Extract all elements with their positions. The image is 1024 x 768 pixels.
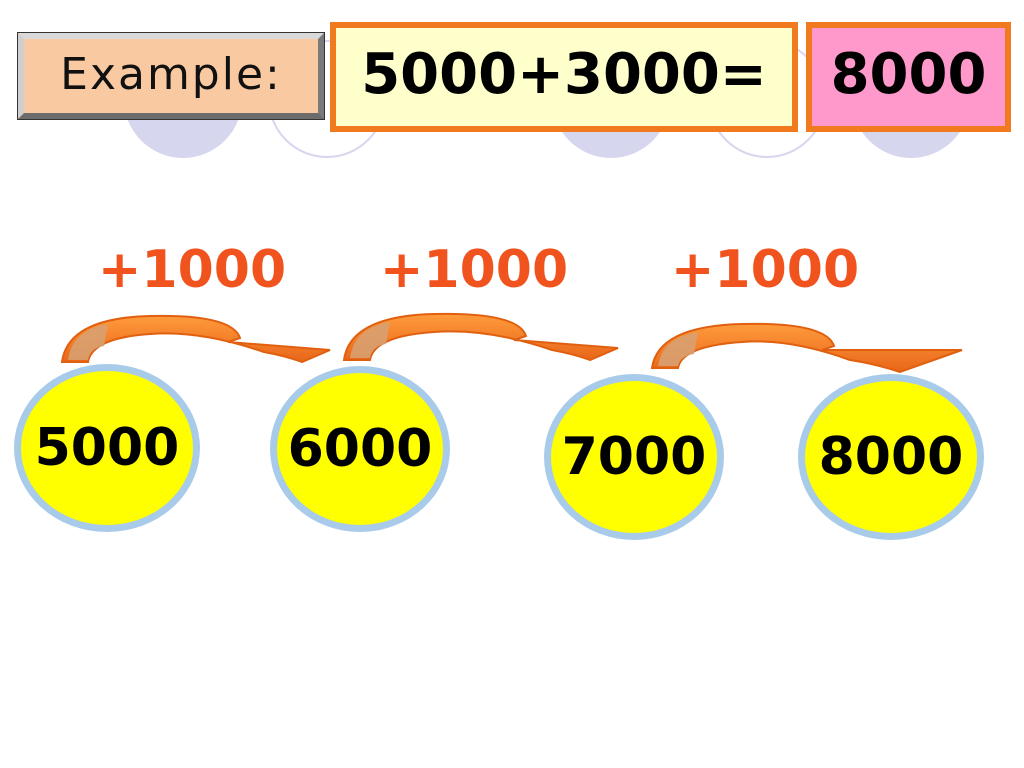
equation-box: 5000+3000= — [330, 22, 798, 132]
example-label: Example: — [60, 48, 282, 100]
answer-text: 8000 — [830, 41, 987, 107]
number-node-value: 8000 — [818, 427, 964, 487]
number-node-7000: 7000 — [544, 374, 724, 540]
arrow-2 — [342, 312, 619, 362]
step-label-2: +1000 — [379, 240, 569, 300]
number-node-6000: 6000 — [270, 366, 450, 532]
step-label-3: +1000 — [670, 240, 860, 300]
equation-text: 5000+3000= — [361, 41, 767, 107]
number-node-value: 7000 — [561, 427, 707, 487]
step-label-1: +1000 — [97, 240, 287, 300]
number-node-8000: 8000 — [798, 374, 984, 540]
number-node-value: 6000 — [287, 419, 433, 479]
number-node-5000: 5000 — [14, 364, 200, 532]
arrow-1 — [60, 314, 331, 364]
arrow-3 — [650, 322, 963, 374]
example-label-box: Example: — [17, 32, 325, 120]
number-node-value: 5000 — [34, 418, 180, 478]
answer-box: 8000 — [806, 22, 1011, 132]
